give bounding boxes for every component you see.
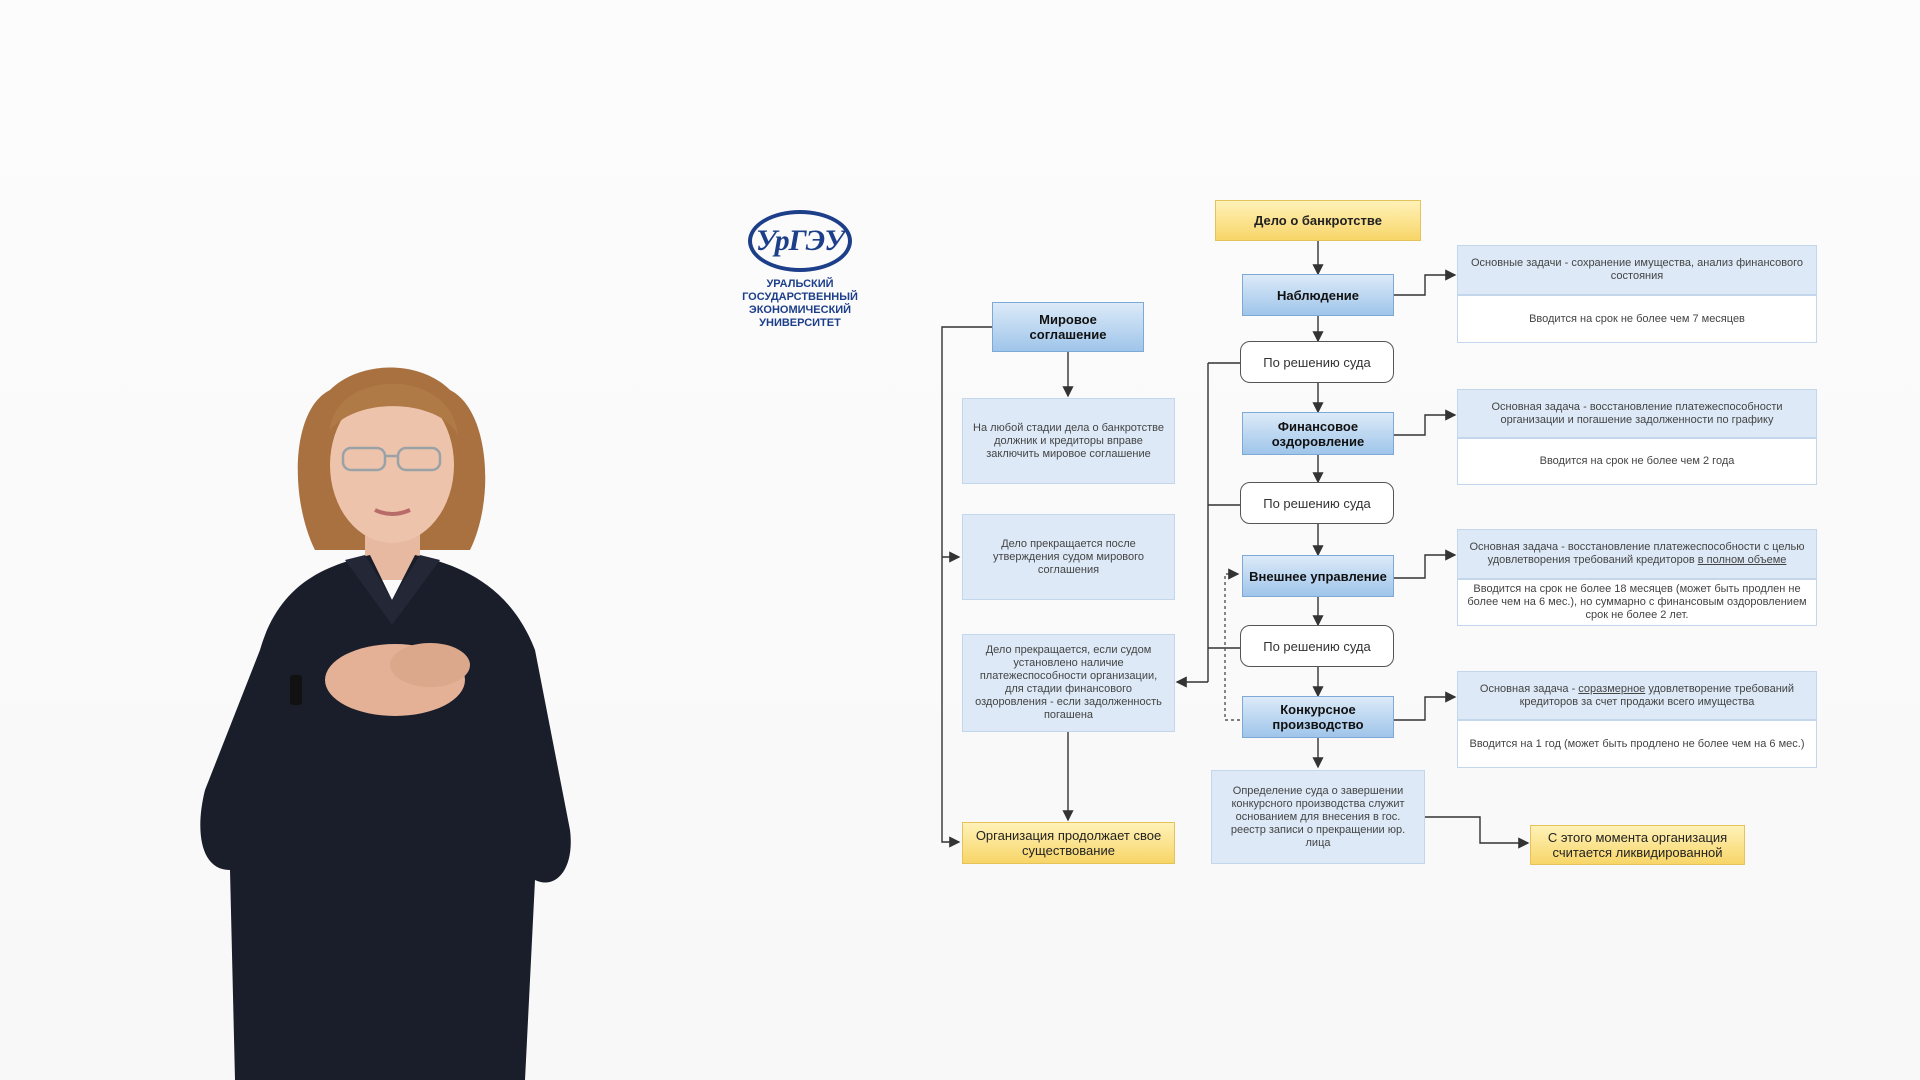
settlement-result: Организация продолжает свое существовани… bbox=[962, 822, 1175, 864]
university-logo-icon: УрГЭУ bbox=[748, 210, 852, 272]
logo-line: УНИВЕРСИТЕТ bbox=[759, 317, 841, 329]
settlement-title: Мировое соглашение bbox=[992, 302, 1144, 352]
competitive-task: Основная задача - соразмерное удовлетвор… bbox=[1457, 671, 1817, 720]
observation-term: Вводится на срок не более чем 7 месяцев bbox=[1457, 295, 1817, 343]
court-decision-1: По решению суда bbox=[1240, 341, 1394, 383]
settlement-note-2: Дело прекращается после утверждения судо… bbox=[962, 514, 1175, 600]
stage-competitive: Конкурсное производство bbox=[1242, 696, 1394, 738]
logo-name: УРАЛЬСКИЙ ГОСУДАРСТВЕННЫЙ ЭКОНОМИЧЕСКИЙ … bbox=[735, 278, 865, 330]
final-result: С этого момента организация считается ли… bbox=[1530, 825, 1745, 865]
university-logo: УрГЭУ УРАЛЬСКИЙ ГОСУДАРСТВЕННЫЙ ЭКОНОМИЧ… bbox=[735, 210, 865, 330]
settlement-note-3: Дело прекращается, если судом установлен… bbox=[962, 634, 1175, 732]
recovery-term: Вводится на срок не более чем 2 года bbox=[1457, 438, 1817, 485]
settlement-note-1: На любой стадии дела о банкротстве должн… bbox=[962, 398, 1175, 484]
final-decision: Определение суда о завершении конкурсног… bbox=[1211, 770, 1425, 864]
logo-mark-text: УрГЭУ bbox=[755, 224, 845, 257]
external-task: Основная задача - восстановление платеже… bbox=[1457, 529, 1817, 579]
competitive-term: Вводится на 1 год (может быть продлено н… bbox=[1457, 720, 1817, 768]
logo-line: УРАЛЬСКИЙ bbox=[766, 278, 834, 290]
court-decision-3: По решению суда bbox=[1240, 625, 1394, 667]
stage-observation: Наблюдение bbox=[1242, 274, 1394, 316]
stage-external: Внешнее управление bbox=[1242, 555, 1394, 597]
observation-task: Основные задачи - сохранение имущества, … bbox=[1457, 245, 1817, 295]
recovery-task: Основная задача - восстановление платеже… bbox=[1457, 389, 1817, 438]
stage-recovery: Финансовое оздоровление bbox=[1242, 412, 1394, 455]
logo-line: ГОСУДАРСТВЕННЫЙ bbox=[742, 291, 858, 303]
court-decision-2: По решению суда bbox=[1240, 482, 1394, 524]
external-term: Вводится на срок не более 18 месяцев (мо… bbox=[1457, 579, 1817, 626]
root-node: Дело о банкротстве bbox=[1215, 200, 1421, 241]
logo-line: ЭКОНОМИЧЕСКИЙ bbox=[748, 304, 852, 316]
presenter-figure bbox=[200, 367, 571, 1080]
